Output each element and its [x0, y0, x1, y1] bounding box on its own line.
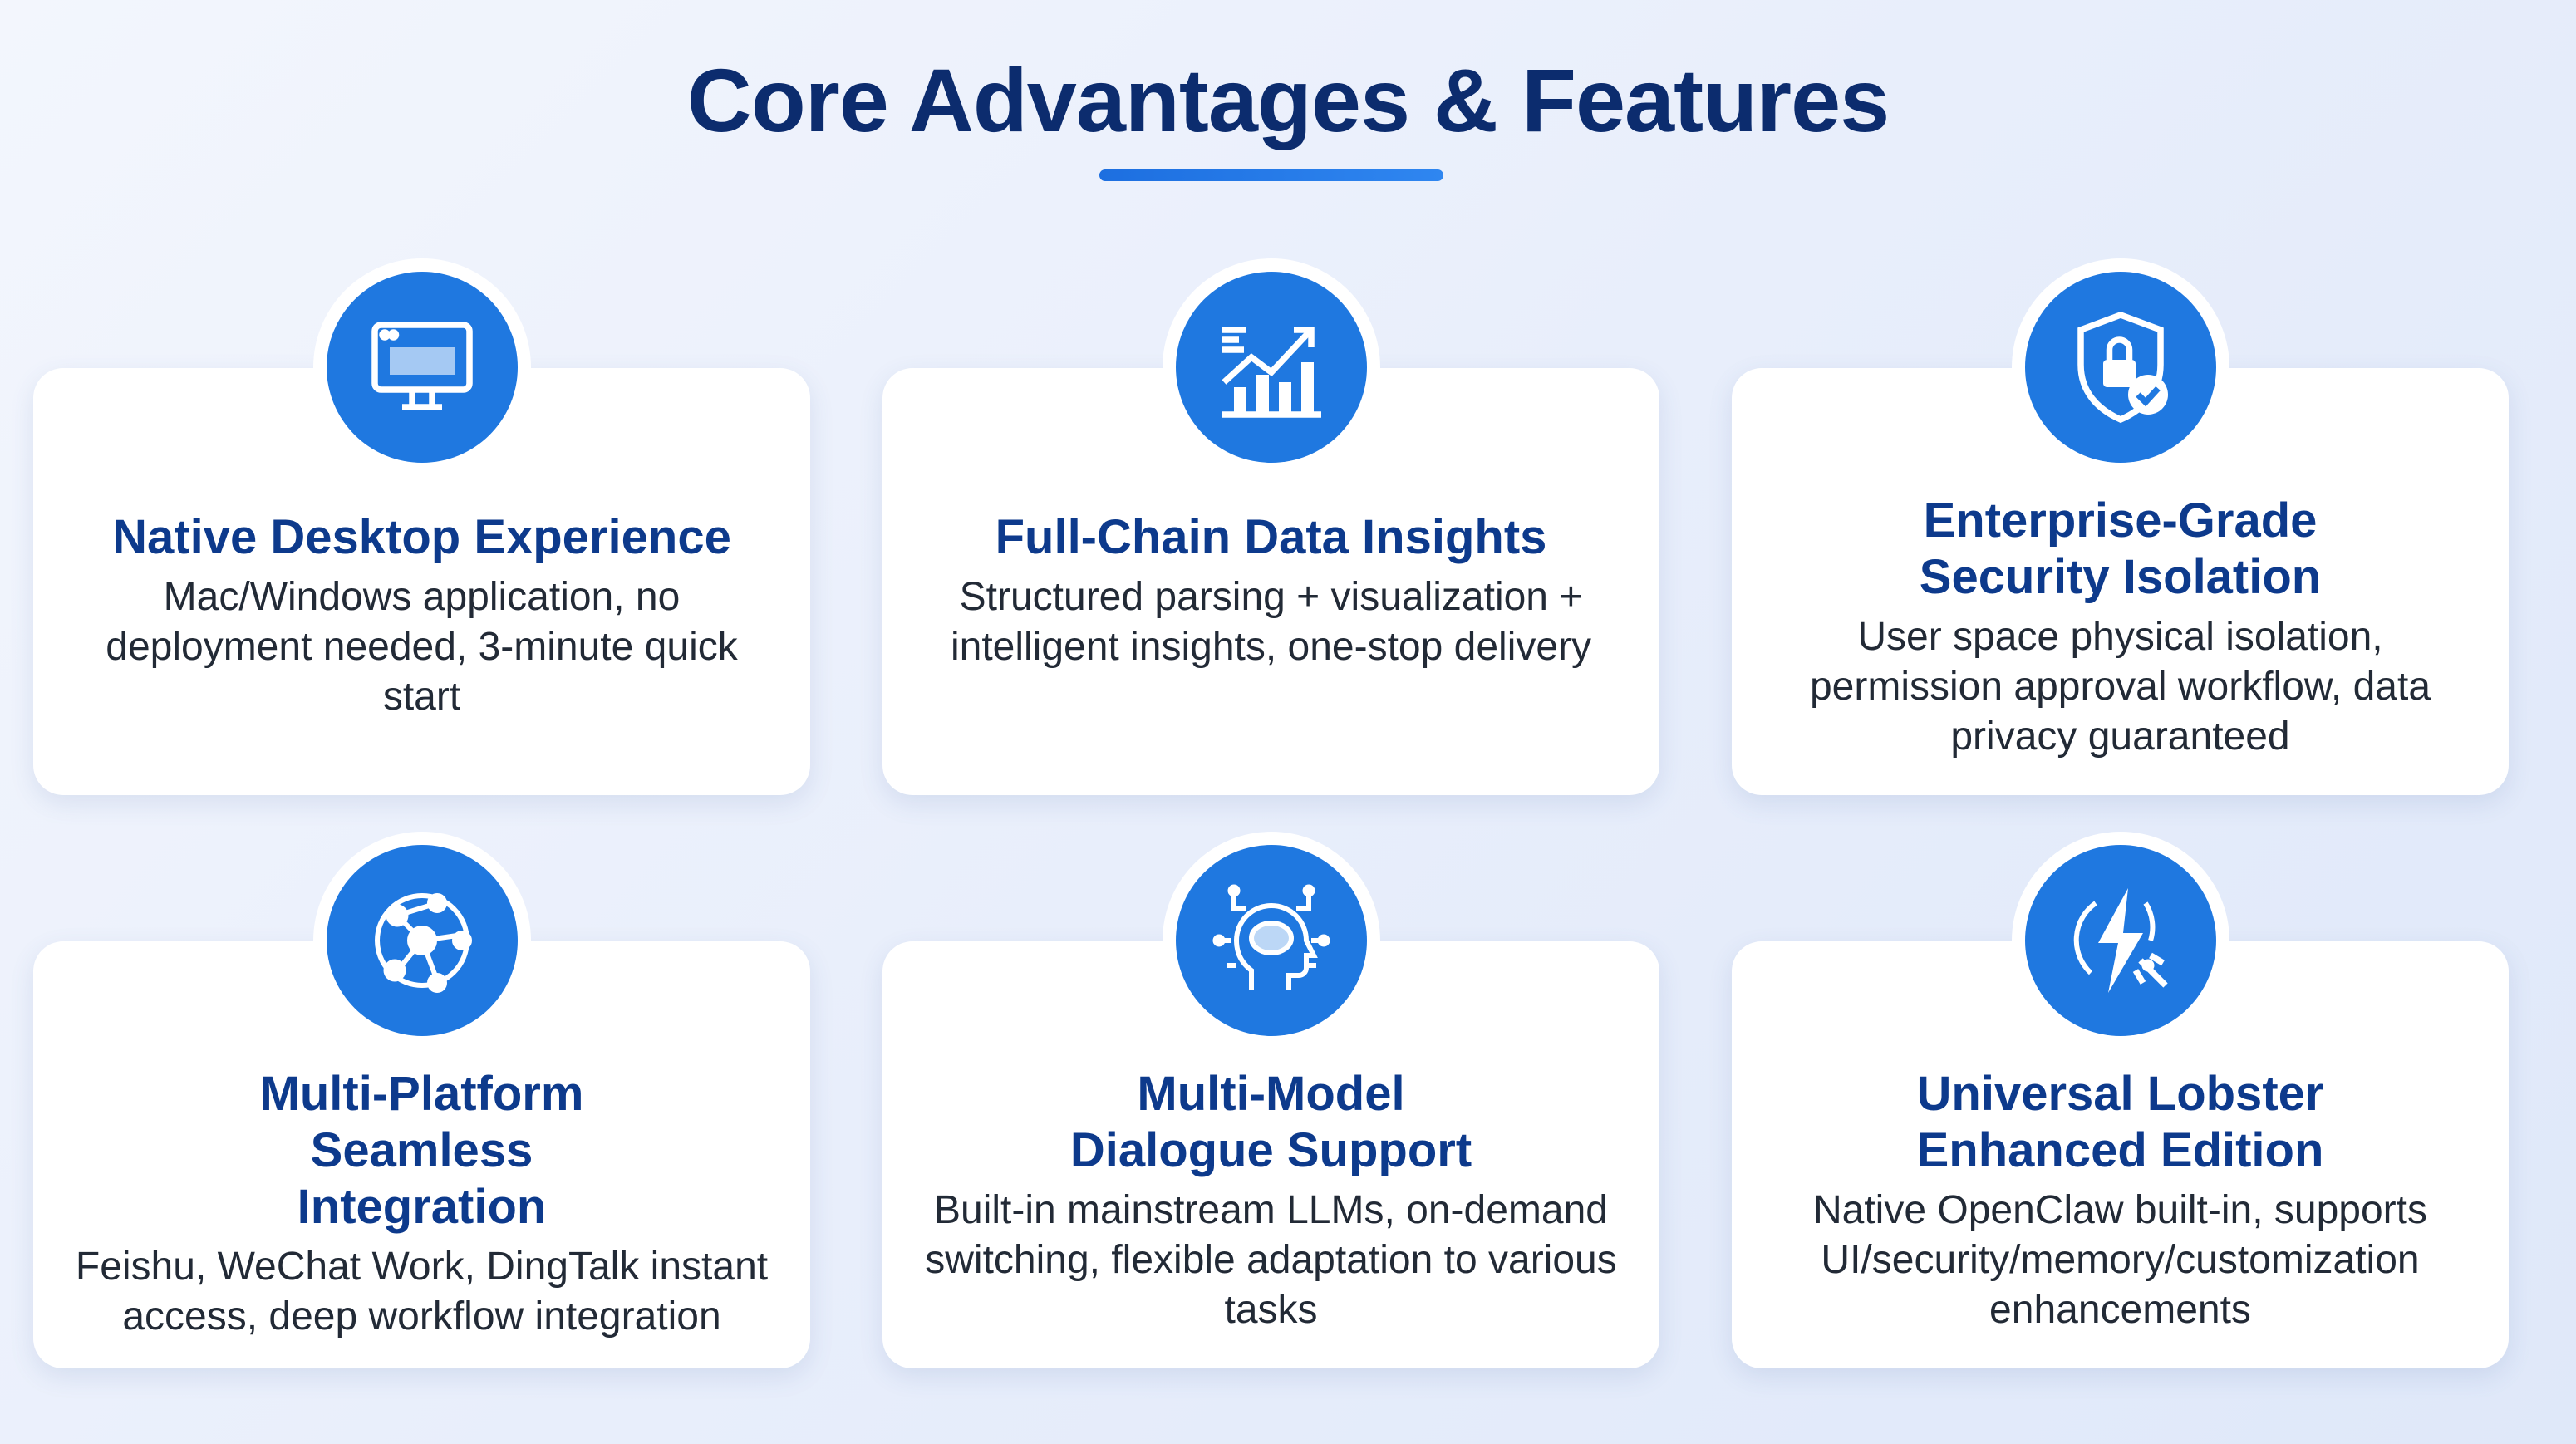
card-title: Full-Chain Data Insights [995, 510, 1547, 564]
card-description: Native OpenClaw built-in, supports UI/se… [1812, 1188, 2427, 1332]
card-description: User space physical isolation, permissio… [1809, 615, 2431, 759]
ai-brain-head-icon [1176, 845, 1367, 1036]
card-title: Native Desktop Experience [112, 510, 731, 564]
card-title: Enterprise-Grade Security Isolation [1919, 494, 2322, 604]
network-nodes-icon [327, 845, 518, 1036]
title-underline [1099, 169, 1443, 181]
page-title: Core Advantages & Features [686, 50, 1890, 150]
card-description: Built-in mainstream LLMs, on-demand swit… [925, 1188, 1617, 1332]
lightning-lobster-icon [2025, 845, 2216, 1036]
card-description: Mac/Windows application, no deployment n… [106, 575, 738, 719]
card-title: Universal Lobster Enhanced Edition [1916, 1067, 2324, 1177]
shield-lock-icon [2025, 272, 2216, 463]
desktop-monitor-icon [327, 272, 518, 463]
chart-growth-icon [1176, 272, 1367, 463]
card-title: Multi-Model Dialogue Support [1069, 1067, 1472, 1177]
card-description: Feishu, WeChat Work, DingTalk instant ac… [75, 1245, 769, 1338]
card-title: Multi-Platform Seamless Integration [259, 1067, 584, 1234]
card-description: Structured parsing + visualization + int… [950, 575, 1592, 669]
